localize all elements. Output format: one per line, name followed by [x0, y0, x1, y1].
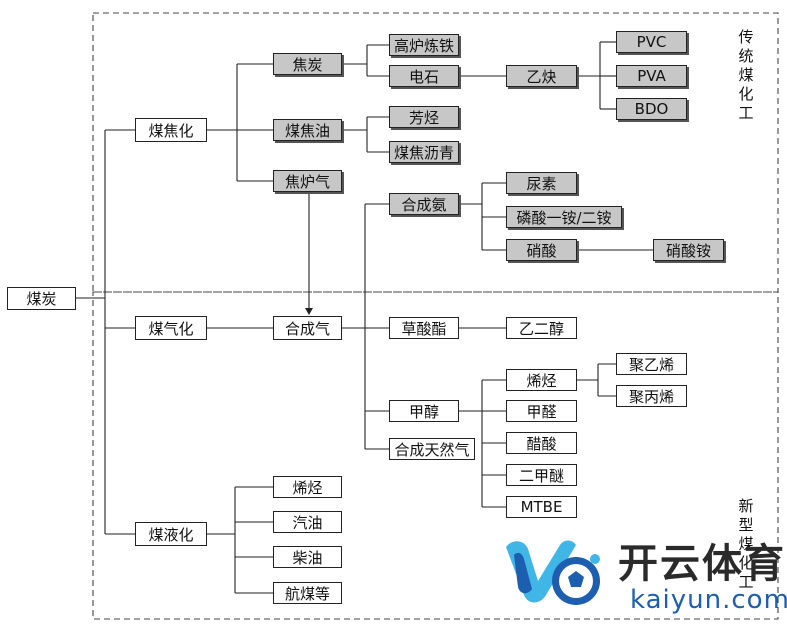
node-coking: 煤焦化 — [135, 118, 207, 142]
node-diesel: 柴油 — [273, 546, 342, 568]
node-oxalate: 草酸酯 — [389, 317, 459, 339]
node-dme: 二甲醚 — [506, 464, 577, 486]
node-sng: 合成天然气 — [389, 438, 475, 460]
watermark-brand-en: kaiyun.com — [630, 585, 787, 615]
node-syngas: 合成气 — [273, 316, 342, 340]
node-coal: 煤炭 — [7, 287, 76, 310]
node-nitric-acid: 硝酸 — [506, 239, 577, 261]
node-gasification: 煤气化 — [135, 316, 207, 340]
node-ammonia: 合成氨 — [389, 193, 459, 215]
modern-region-label: 新型煤化工 — [738, 497, 754, 591]
node-acetic-acid: 醋酸 — [506, 432, 577, 454]
node-jet-fuel: 航煤等 — [273, 582, 342, 604]
watermark-brand-cn: 开云体育 — [618, 541, 786, 587]
node-mtbe: MTBE — [506, 496, 577, 518]
node-methanol: 甲醇 — [389, 400, 459, 422]
node-gasoline: 汽油 — [273, 511, 342, 533]
traditional-region-frame — [92, 12, 779, 293]
node-coke-oven-gas: 焦炉气 — [273, 170, 342, 192]
node-pva: PVA — [616, 65, 687, 87]
node-olefins-methanol: 烯烃 — [506, 369, 577, 391]
node-polypropylene: 聚丙烯 — [616, 385, 687, 407]
node-formaldehyde: 甲醛 — [506, 400, 577, 422]
node-ammonium-nitrate: 硝酸铵 — [653, 239, 724, 261]
modern-region-frame — [92, 291, 779, 620]
node-calcium-carbide: 电石 — [389, 65, 459, 87]
node-map-dap: 磷酸一铵/二铵 — [506, 206, 622, 228]
node-polyethylene: 聚乙烯 — [616, 353, 687, 375]
node-olefins-liquefaction: 烯烃 — [273, 476, 342, 498]
watermark: 开云体育 kaiyun.com — [498, 525, 787, 625]
node-ethylene-glycol: 乙二醇 — [506, 317, 577, 339]
node-coal-tar-pitch: 煤焦沥青 — [389, 141, 459, 163]
node-aromatics: 芳烃 — [389, 106, 459, 128]
node-coal-tar: 煤焦油 — [273, 119, 342, 141]
node-coke: 焦炭 — [273, 53, 342, 75]
node-pvc: PVC — [616, 31, 687, 53]
node-liquefaction: 煤液化 — [135, 522, 207, 546]
node-acetylene: 乙炔 — [506, 65, 577, 87]
node-blast-furnace: 高炉炼铁 — [389, 34, 459, 56]
node-urea: 尿素 — [506, 172, 577, 194]
node-bdo: BDO — [616, 98, 687, 120]
kaiyun-logo-icon — [506, 540, 600, 605]
traditional-region-label: 传统煤化工 — [738, 28, 754, 122]
